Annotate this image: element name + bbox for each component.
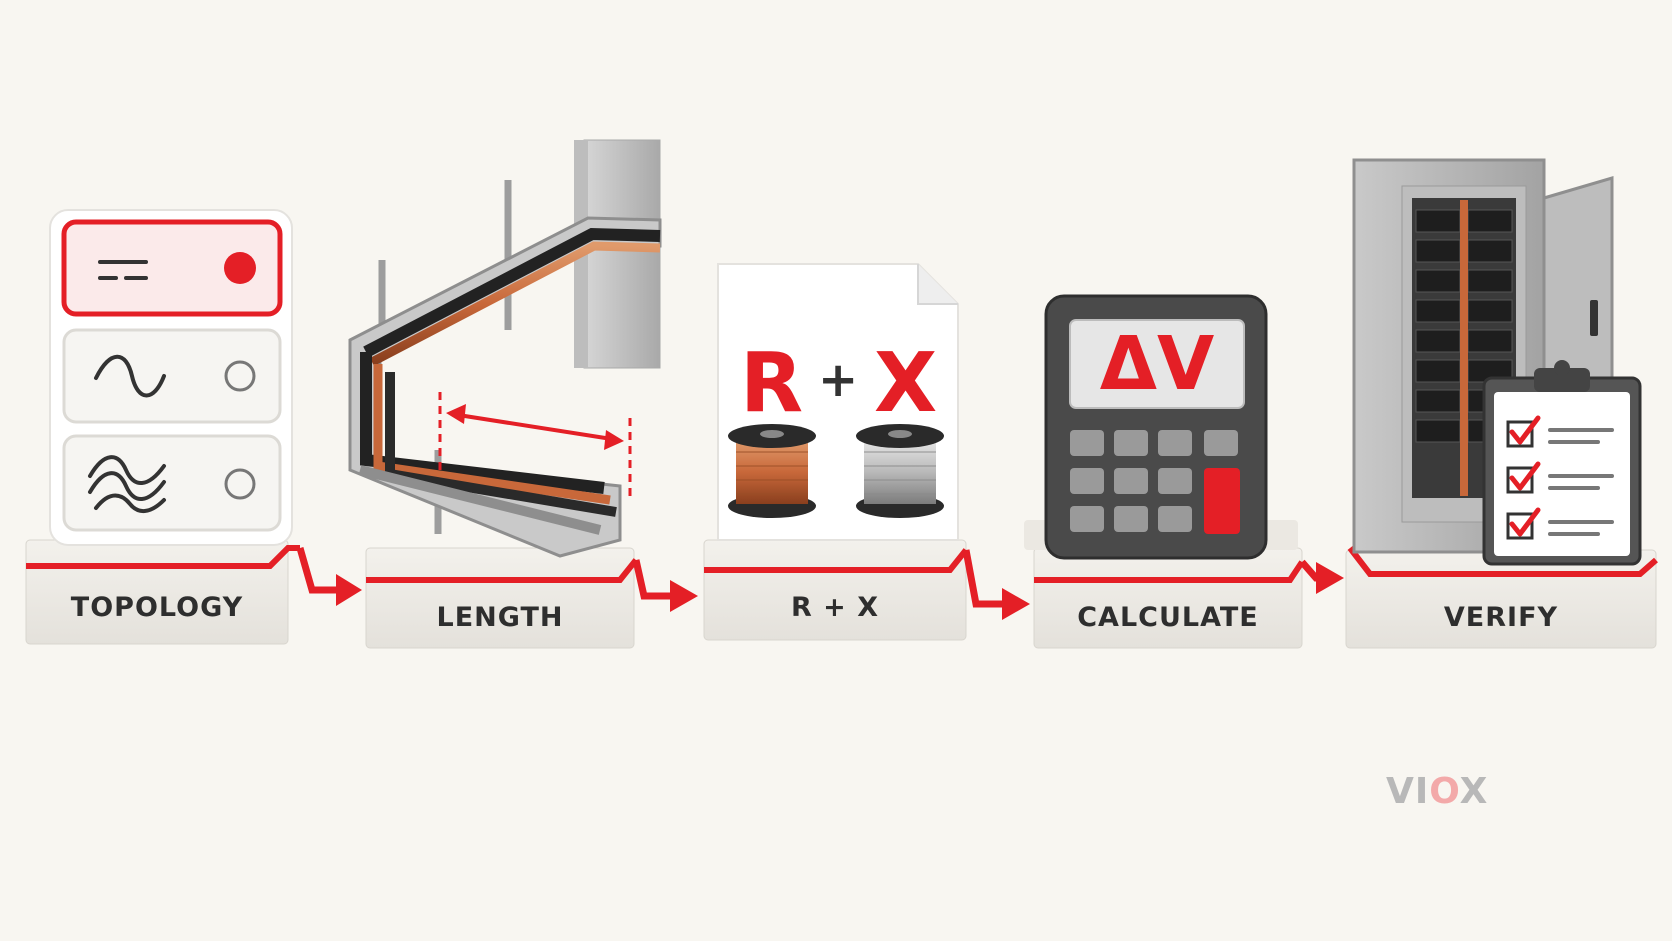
three-phase-wave-icon: [88, 455, 166, 513]
pedestal-verify: [1345, 546, 1658, 649]
pedestal-rx: [703, 539, 969, 641]
topology-card: [49, 209, 293, 546]
calculator-icon: [1024, 294, 1298, 560]
step-label-verify: VERIFY: [1443, 602, 1559, 633]
step-label-calculate: CALCULATE: [1077, 602, 1259, 633]
pedestal-length: [365, 547, 639, 649]
cable-tray-icon: [348, 139, 662, 558]
brand-logo-o: O: [1429, 771, 1460, 812]
copper-spool-icon: [728, 424, 816, 518]
arrow-rx-to-calculate: [962, 549, 1030, 620]
brand-logo-x: X: [1459, 771, 1489, 812]
checklist-clipboard-icon: [1482, 360, 1642, 566]
brand-logo: VIOX: [1386, 771, 1546, 812]
arrow-length-to-rx: [632, 559, 698, 612]
step-label-rx: R + X: [790, 592, 880, 623]
step-label-topology: TOPOLOGY: [70, 592, 244, 623]
rx-card-x: X: [874, 336, 938, 431]
pedestal-topology: [25, 539, 300, 645]
rx-card-r: R: [740, 336, 804, 431]
pedestal-calculate: [1033, 547, 1305, 649]
aluminum-spool-icon: [856, 424, 944, 518]
arrow-topology-to-length: [296, 547, 362, 606]
dc-symbol-icon: [98, 260, 148, 280]
calculator-display: ΔV: [1099, 321, 1215, 407]
rx-card-plus: +: [818, 352, 859, 408]
single-phase-wave-icon: [94, 354, 166, 398]
brand-logo-vi: VI: [1386, 771, 1430, 812]
step-label-length: LENGTH: [436, 602, 564, 633]
rx-card: [717, 263, 959, 541]
arrow-calculate-to-verify: [1299, 559, 1344, 594]
